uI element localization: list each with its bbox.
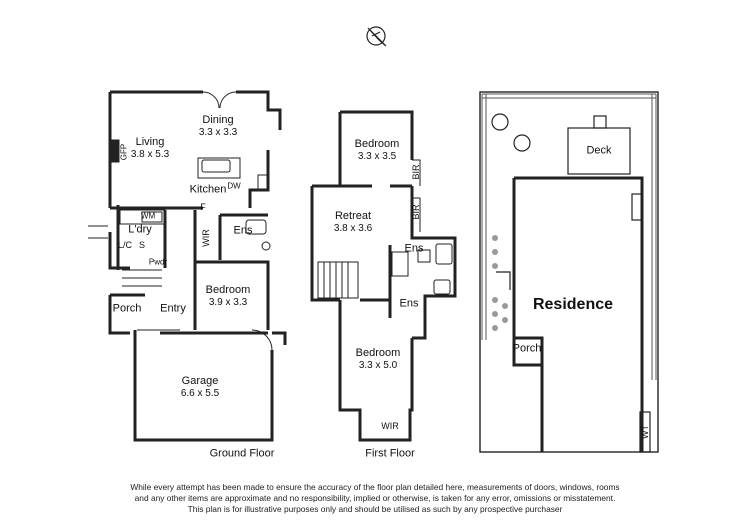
fixture-dishwasher: DW [227,181,241,191]
room-porch-ground: Porch [112,302,142,315]
residence-outline [512,176,644,452]
first-floor-title: First Floor [365,447,415,460]
room-ensuite-ground: Ens [233,224,253,237]
north-compass-icon [366,26,387,47]
room-entry: Entry [160,302,186,315]
room-retreat: Retreat 3.8 x 3.6 [334,210,372,234]
room-kitchen: Kitchen [189,183,227,196]
room-store: S [138,239,146,250]
room-linen-closet: L/C [117,239,133,250]
room-laundry: L'dry [128,223,152,236]
room-bedroom-ground: Bedroom 3.9 x 3.3 [206,284,251,308]
room-dimensions: 3.3 x 3.3 [198,126,238,138]
room-name: Bedroom [205,283,251,296]
first-floor-walls [310,110,457,442]
room-dimensions: 6.6 x 5.5 [180,387,220,399]
site-porch-label: Porch [512,342,542,355]
fixture-washing-machine: WM [140,211,156,221]
room-dimensions: 3.9 x 3.3 [208,296,248,308]
room-garage: Garage 6.6 x 5.5 [181,375,219,399]
room-bir-2: BIR [410,204,421,220]
room-dimensions: 3.3 x 3.5 [357,150,397,162]
room-dimensions: 3.8 x 3.6 [333,222,373,234]
site-garden-dots [492,235,508,331]
fixture-fireplace: GFP [119,143,129,161]
room-name: Retreat [334,209,372,222]
room-name: Bedroom [354,137,400,150]
room-ensuite-first-2: Ens [399,297,419,310]
disclaimer-line: This plan is for illustrative purposes o… [187,504,563,514]
site-plan-walls [479,91,659,453]
disclaimer-line: and any other items are approximate and … [134,493,616,503]
room-name: Garage [181,374,219,387]
fixture-fridge: F [200,201,206,212]
site-residence-label: Residence [532,295,614,313]
room-name: Dining [202,113,234,126]
disclaimer-line: While every attempt has been made to ens… [130,482,620,492]
room-ensuite-first-1: Ens [404,242,424,255]
room-bedroom-first-2: Bedroom 3.3 x 5.0 [356,347,401,371]
room-bir-1: BIR [410,164,421,180]
room-dimensions: 3.3 x 5.0 [358,359,398,371]
ground-floor-title: Ground Floor [209,447,275,460]
room-wir-ground: WIR [200,229,211,247]
room-name: Living [135,135,165,148]
room-dimensions: 3.8 x 5.3 [130,148,170,160]
room-name: Bedroom [355,346,401,359]
ground-floor-walls [108,90,287,442]
site-hedge [481,93,657,380]
room-dining: Dining 3.3 x 3.3 [199,114,237,138]
room-powder: Pwdr [148,257,168,267]
site-water-tank-label: WT [639,425,650,439]
room-living: Living 3.8 x 5.3 [131,136,169,160]
room-wir-first: WIR [381,420,399,431]
room-bedroom-first-1: Bedroom 3.3 x 3.5 [355,138,400,162]
disclaimer-text: While every attempt has been made to ens… [0,482,750,515]
site-deck-label: Deck [586,144,612,157]
